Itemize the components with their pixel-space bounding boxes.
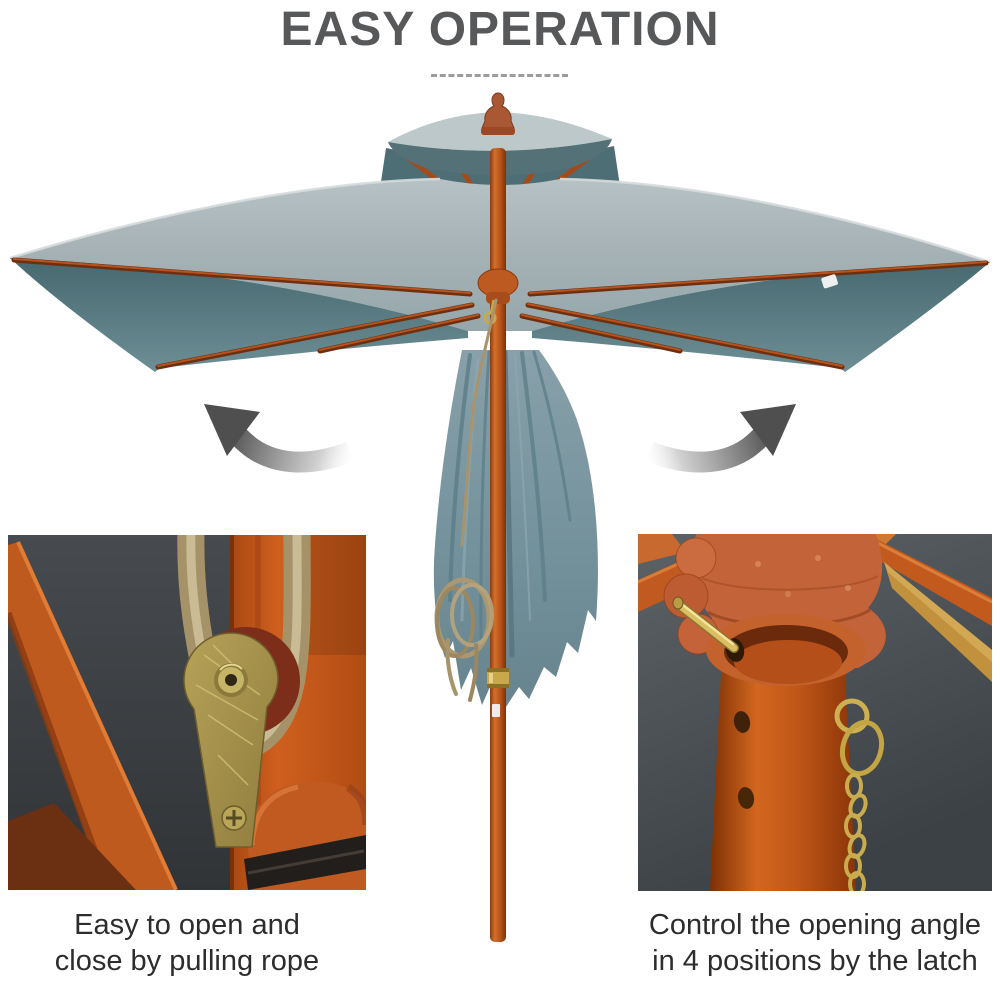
wood-shadow-piece	[8, 803, 136, 890]
feature-caption-rope: Easy to open and close by pulling rope	[54, 909, 320, 977]
wood-strut	[8, 541, 178, 890]
hub-chain	[489, 299, 496, 315]
latch-pin	[672, 596, 745, 662]
page-title: EASY OPERATION	[280, 3, 720, 56]
wood-finial	[481, 92, 515, 129]
curved-arrow-up-left-icon	[204, 404, 354, 473]
brass-ferrule	[487, 668, 509, 688]
main-canopy-ribs	[11, 257, 989, 370]
finial-base	[481, 127, 515, 135]
angle-hole	[733, 711, 751, 733]
feature-caption-latch: Control the opening angle in 4 positions…	[648, 909, 982, 977]
wood-hub-block	[244, 781, 366, 890]
canopy-edge-highlight-right	[559, 177, 991, 264]
curved-arrow-up-right-icon	[646, 404, 796, 473]
canopy-edge-highlight-left	[9, 177, 441, 260]
pole-label	[492, 704, 500, 717]
main-hub-neck	[486, 292, 510, 304]
umbrella-pole	[477, 148, 519, 942]
pull-rope	[434, 298, 498, 702]
canopy-tag	[821, 274, 838, 289]
dashed-divider	[431, 74, 568, 77]
angle-hole	[737, 787, 755, 809]
brass-pulley	[183, 632, 279, 848]
rope-pulley-photo	[8, 535, 366, 890]
safety-chain	[834, 698, 885, 891]
wood-pole	[710, 654, 856, 891]
latch-pin-photo	[638, 534, 992, 891]
